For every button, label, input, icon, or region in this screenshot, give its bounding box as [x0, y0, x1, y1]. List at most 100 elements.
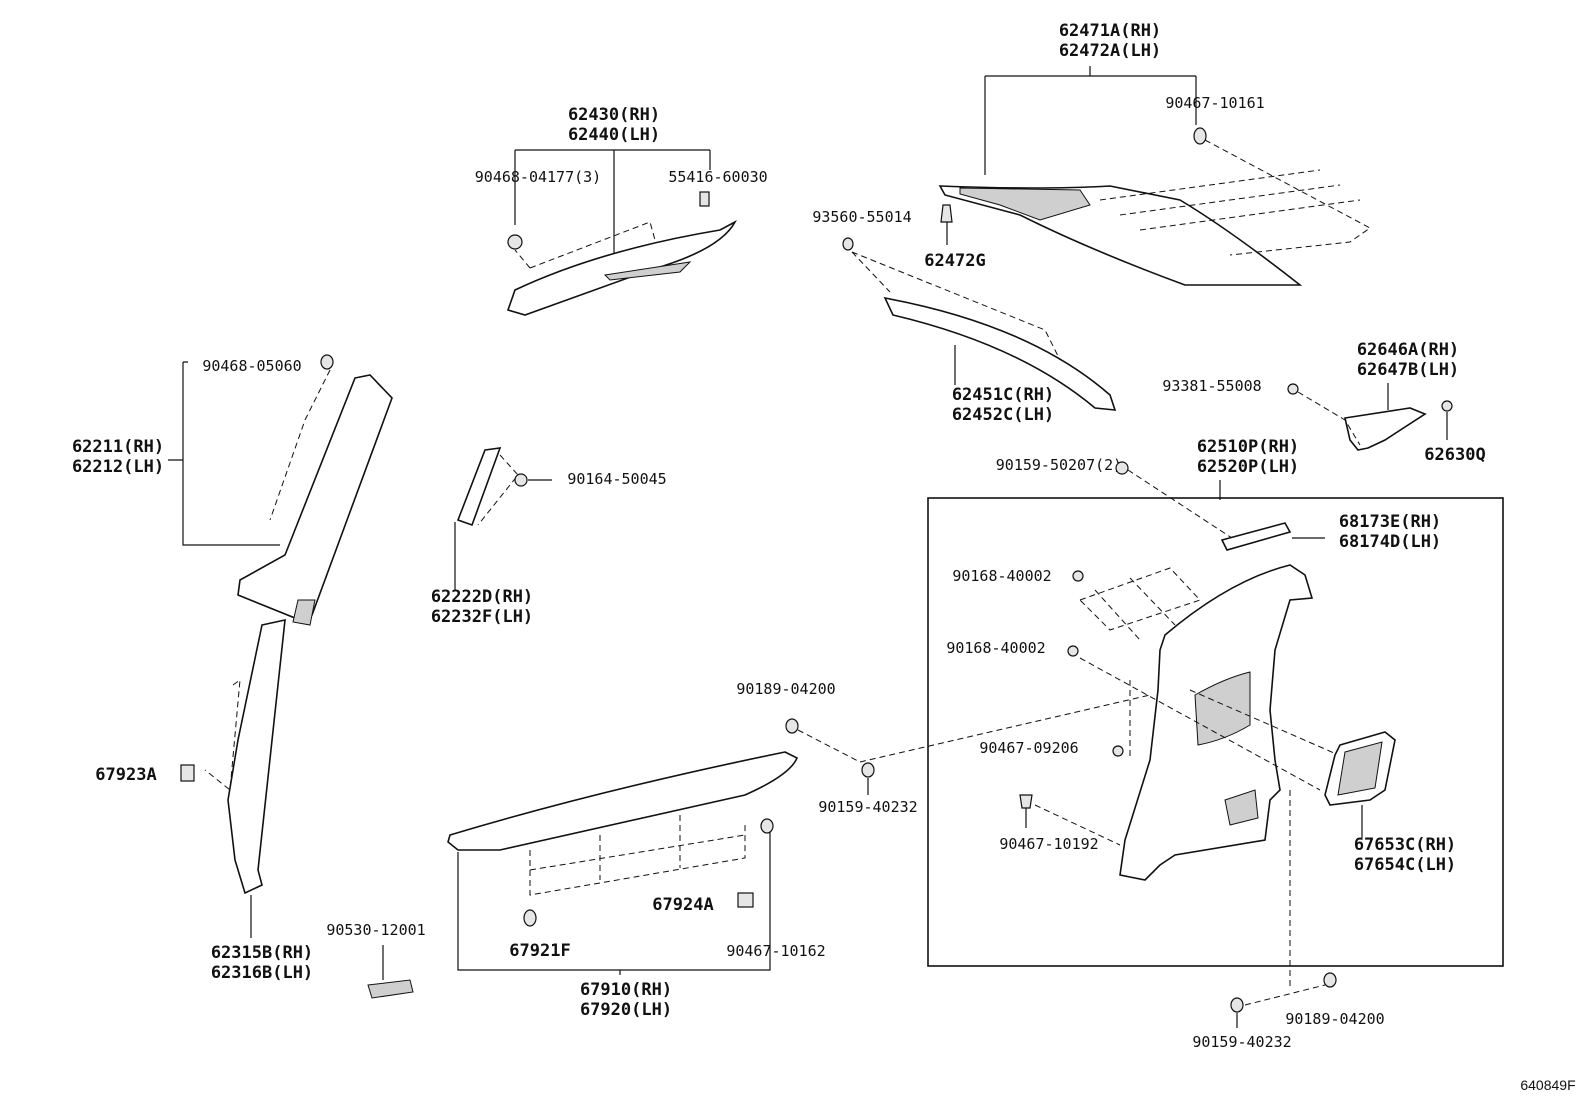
clip-icon [1072, 570, 1084, 582]
part-67910-scuff-plate[interactable]: 67910(RH) 67920(LH) [447, 751, 799, 1020]
label-67923a: 67923A [95, 765, 156, 785]
label-62452c-lh: 62452C(LH) [952, 405, 1054, 425]
part-62451c-pillar-garnish[interactable]: 62451C(RH) 62452C(LH) [851, 251, 1117, 425]
label-90168-40002-b: 90168-40002 [946, 639, 1045, 657]
label-62472a-lh: 62472A(LH) [1059, 41, 1161, 61]
label-62472g: 62472G [924, 251, 985, 271]
label-90164-50045: 90164-50045 [567, 470, 666, 488]
label-62646a-rh: 62646A(RH) [1357, 340, 1459, 360]
clip-icon [1067, 645, 1079, 657]
part-62222d-garnish-strip[interactable]: 62222D(RH) 62232F(LH) [431, 447, 533, 627]
part-62472g-clip[interactable]: 62472G [924, 204, 986, 271]
part-62430-header-trim[interactable]: 62430(RH) 62440(LH) [506, 105, 737, 316]
clip-icon [699, 191, 710, 207]
part-90467-09206-clip[interactable]: 90467-09206 [979, 739, 1124, 757]
part-55416-60030-clip[interactable]: 55416-60030 [668, 168, 768, 207]
part-90467-10162-clip[interactable]: 90467-10162 [726, 818, 826, 960]
label-62222d-rh: 62222D(RH) [431, 587, 533, 607]
part-93381-55008-screw[interactable]: 93381-55008 [1162, 377, 1361, 446]
clip-icon [514, 473, 528, 487]
screw-icon [1230, 997, 1244, 1013]
diagram-reference-number: 640849F [1520, 1077, 1575, 1093]
part-62315b-center-pillar-garnish[interactable]: 62315B(RH) 62316B(LH) [204, 618, 313, 983]
label-62212-lh: 62212(LH) [72, 457, 164, 477]
part-90468-04177-clip[interactable]: 90468-04177(3) [475, 168, 601, 250]
part-93560-55014-screw[interactable]: 93560-55014 [812, 208, 912, 251]
part-90164-50045-clip[interactable]: 90164-50045 [514, 470, 667, 488]
screw-icon [1287, 383, 1299, 395]
part-90530-12001-pad[interactable]: 90530-12001 [326, 921, 426, 999]
label-93560-55014: 93560-55014 [812, 208, 911, 226]
clip-icon [940, 204, 953, 223]
label-93381-55008: 93381-55008 [1162, 377, 1261, 395]
part-90159-50207-screw[interactable]: 90159-50207(2) [996, 456, 1236, 541]
label-67910-rh: 67910(RH) [580, 980, 672, 1000]
label-62440-lh: 62440(LH) [568, 125, 660, 145]
part-90159-40232-screw-b[interactable]: 90159-40232 [1192, 997, 1292, 1051]
label-90468-04177: 90468-04177(3) [475, 168, 601, 186]
clip-icon [1323, 972, 1337, 988]
part-67924a-clip[interactable]: 67924A [652, 892, 754, 915]
part-67653c-grille[interactable]: 67653C(RH) 67654C(LH) [1324, 731, 1456, 875]
label-90189-04200-bottom: 90189-04200 [1285, 1010, 1384, 1028]
label-62232f-lh: 62232F(LH) [431, 607, 533, 627]
label-62315b-rh: 62315B(RH) [211, 943, 313, 963]
screw-icon [861, 762, 875, 778]
label-62471a-rh: 62471A(RH) [1059, 21, 1161, 41]
clip-icon [1112, 745, 1124, 757]
part-62646a-bracket[interactable]: 62646A(RH) 62647B(LH) [1344, 340, 1459, 451]
part-67923a-clip[interactable]: 67923A [95, 764, 195, 785]
part-62510p-quarter-trim[interactable]: 62510P(RH) 62520P(LH) [927, 437, 1504, 990]
label-90467-09206: 90467-09206 [979, 739, 1078, 757]
clip-icon [760, 818, 774, 834]
label-90468-05060: 90468-05060 [202, 357, 301, 375]
part-90467-10192-clip[interactable]: 90467-10192 [999, 794, 1121, 853]
label-90159-50207: 90159-50207(2) [996, 456, 1122, 474]
label-90530-12001: 90530-12001 [326, 921, 425, 939]
label-68174d-lh: 68174D(LH) [1339, 532, 1441, 552]
label-62647b-lh: 62647B(LH) [1357, 360, 1459, 380]
label-90467-10161: 90467-10161 [1165, 94, 1264, 112]
label-68173e-rh: 68173E(RH) [1339, 512, 1441, 532]
label-67924a: 67924A [652, 895, 713, 915]
screw-icon [842, 237, 854, 251]
part-90189-04200-clip-top[interactable]: 90189-04200 [736, 680, 1151, 763]
label-62510p-rh: 62510P(RH) [1197, 437, 1299, 457]
label-62316b-lh: 62316B(LH) [211, 963, 313, 983]
label-62211-rh: 62211(RH) [72, 437, 164, 457]
label-90168-40002-a: 90168-40002 [952, 567, 1051, 585]
clip-icon [785, 718, 799, 734]
part-62211-front-pillar-garnish[interactable]: 90468-05060 62211(RH) 62212(LH) [72, 354, 393, 626]
part-90168-40002-clip-b[interactable]: 90168-40002 [946, 639, 1079, 657]
label-62630q: 62630Q [1424, 445, 1485, 465]
clip-icon [1193, 127, 1207, 145]
part-68173e-plate[interactable]: 68173E(RH) 68174D(LH) [1220, 512, 1441, 552]
part-62471a-roof-side-panel[interactable]: 62471A(RH) 62472A(LH) [938, 21, 1371, 286]
clip-icon [180, 764, 195, 782]
label-67921f: 67921F [509, 941, 570, 961]
part-62630q-clip[interactable]: 62630Q [1424, 400, 1486, 465]
part-90168-40002-clip-a[interactable]: 90168-40002 [952, 567, 1084, 585]
part-90159-40232-screw-a[interactable]: 90159-40232 [818, 762, 918, 816]
clip-icon [737, 892, 754, 908]
label-90159-40232-a: 90159-40232 [818, 798, 917, 816]
label-67920-lh: 67920(LH) [580, 1000, 672, 1020]
label-67654c-lh: 67654C(LH) [1354, 855, 1456, 875]
part-90467-10161-clip[interactable]: 90467-10161 [1165, 94, 1265, 145]
label-62430-rh: 62430(RH) [568, 105, 660, 125]
screw-icon [1115, 461, 1129, 475]
clip-icon [1019, 794, 1033, 809]
part-90189-04200-clip-bottom[interactable]: 90189-04200 [1244, 972, 1385, 1028]
label-67653c-rh: 67653C(RH) [1354, 835, 1456, 855]
label-90159-40232-b: 90159-40232 [1192, 1033, 1291, 1051]
clip-icon [1441, 400, 1453, 412]
label-90467-10192: 90467-10192 [999, 835, 1098, 853]
clip-icon [507, 234, 523, 250]
label-90189-04200-top: 90189-04200 [736, 680, 835, 698]
clip-icon [523, 909, 537, 927]
label-62520p-lh: 62520P(LH) [1197, 457, 1299, 477]
part-67921f-clip[interactable]: 67921F [509, 909, 571, 961]
label-90467-10162: 90467-10162 [726, 942, 825, 960]
assembly-frame [927, 497, 1504, 967]
